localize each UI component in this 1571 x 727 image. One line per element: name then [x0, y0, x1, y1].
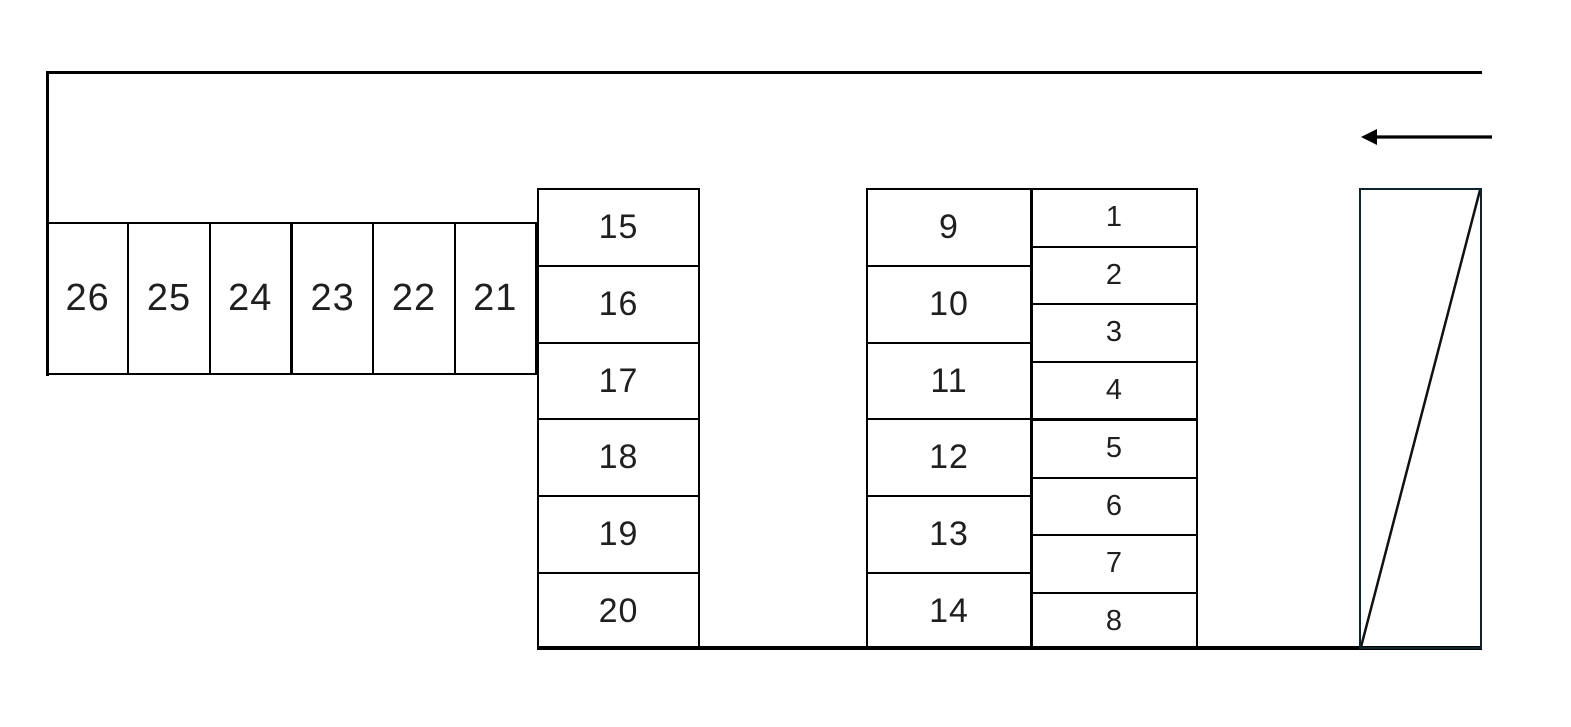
diagonal-ramp-icon	[1361, 190, 1480, 647]
left-arrow-icon	[1352, 123, 1500, 151]
space-16: 16	[539, 264, 698, 342]
space-9: 9	[939, 207, 959, 246]
space-6: 6	[1033, 476, 1196, 535]
column-spaces-1-8: 1 2 3 4 5 6 7 8	[1030, 188, 1198, 649]
space-10: 10	[868, 264, 1030, 342]
bottom-boundary-line	[537, 646, 1482, 650]
space-8: 8	[1033, 591, 1196, 650]
row-spaces-26-21: 26 25 24 23 22 21	[46, 222, 537, 375]
space-18: 18	[539, 418, 698, 495]
space-14: 14	[868, 572, 1030, 649]
space-1: 1	[1105, 201, 1124, 234]
space-25: 25	[127, 224, 208, 373]
space-24: 24	[208, 224, 290, 373]
space-22: 22	[372, 224, 453, 373]
space-15: 15	[598, 207, 639, 246]
column-spaces-15-20: 15 16 17 18 19 20	[537, 188, 700, 649]
space-12: 12	[868, 418, 1030, 495]
space-20: 20	[539, 572, 698, 649]
space-23: 23	[289, 224, 372, 373]
space-3: 3	[1033, 303, 1196, 361]
column-spaces-9-14: 9 10 11 12 13 14	[866, 188, 1030, 649]
space-2: 2	[1033, 245, 1196, 304]
ramp-box	[1359, 188, 1482, 649]
space-17: 17	[539, 341, 698, 419]
space-7: 7	[1033, 534, 1196, 592]
space-4: 4	[1033, 360, 1196, 419]
space-19: 19	[539, 495, 698, 572]
space-13: 13	[868, 495, 1030, 572]
space-5: 5	[1033, 418, 1196, 477]
space-26: 26	[65, 277, 110, 319]
outer-boundary-top-line	[46, 71, 1482, 74]
space-11: 11	[868, 341, 1030, 419]
space-21: 21	[453, 224, 535, 373]
